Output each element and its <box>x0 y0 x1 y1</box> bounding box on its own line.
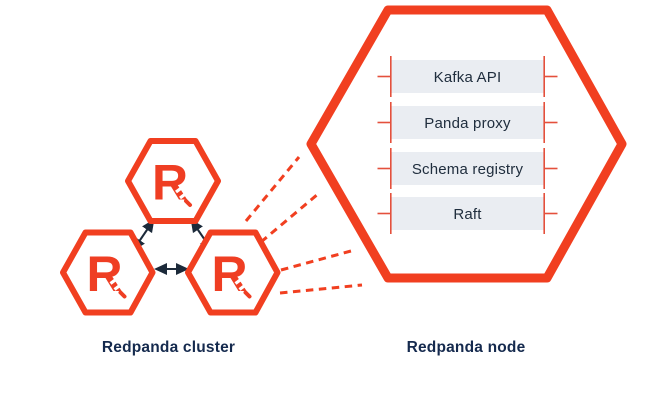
redpanda-logo-letter: R <box>86 246 122 302</box>
logo-slash <box>175 184 185 194</box>
service-box-panda-proxy: Panda proxy <box>377 102 558 143</box>
logo-slash <box>109 276 120 285</box>
logo-slash <box>179 190 189 200</box>
logo-tail <box>118 290 127 299</box>
logo-slash <box>234 276 245 285</box>
service-label-panda-proxy: Panda proxy <box>424 115 511 132</box>
node-hexagon-outline <box>306 5 627 283</box>
service-label-schema-registry: Schema registry <box>412 161 524 178</box>
redpanda-logo-icon: R <box>86 246 127 302</box>
service-label-kafka-api: Kafka API <box>434 69 502 86</box>
logo-tail <box>184 199 192 207</box>
service-box-raft: Raft <box>377 193 558 234</box>
cluster-caption: Redpanda cluster <box>102 339 235 356</box>
service-box-kafka-api: Kafka API <box>377 56 558 97</box>
service-box-fill <box>390 106 545 139</box>
cluster-node-hexagon-right <box>185 229 281 316</box>
connector-dashed-line-kafka-api <box>244 156 301 222</box>
service-label-raft: Raft <box>453 206 482 223</box>
connector-dashed-line-panda-proxy <box>260 192 319 244</box>
service-box-fill <box>390 60 545 93</box>
service-box-fill <box>390 197 545 230</box>
redpanda-logo-icon: R <box>152 155 192 211</box>
cluster-node-hexagon-top <box>125 138 221 224</box>
redpanda-logo-letter: R <box>211 246 247 302</box>
connector-dashed-line-raft <box>279 283 363 295</box>
logo-slash <box>113 282 124 291</box>
logo-slash <box>238 282 249 291</box>
redpanda-logo-icon: R <box>211 246 252 302</box>
service-box-fill <box>390 152 545 185</box>
cluster-node-hexagon-left <box>60 229 156 316</box>
logo-tail <box>243 290 252 299</box>
node-caption: Redpanda node <box>407 339 526 356</box>
connector-dashed-line-schema-registry <box>280 249 352 272</box>
service-box-schema-registry: Schema registry <box>377 148 558 189</box>
redpanda-logo-letter: R <box>152 155 188 211</box>
